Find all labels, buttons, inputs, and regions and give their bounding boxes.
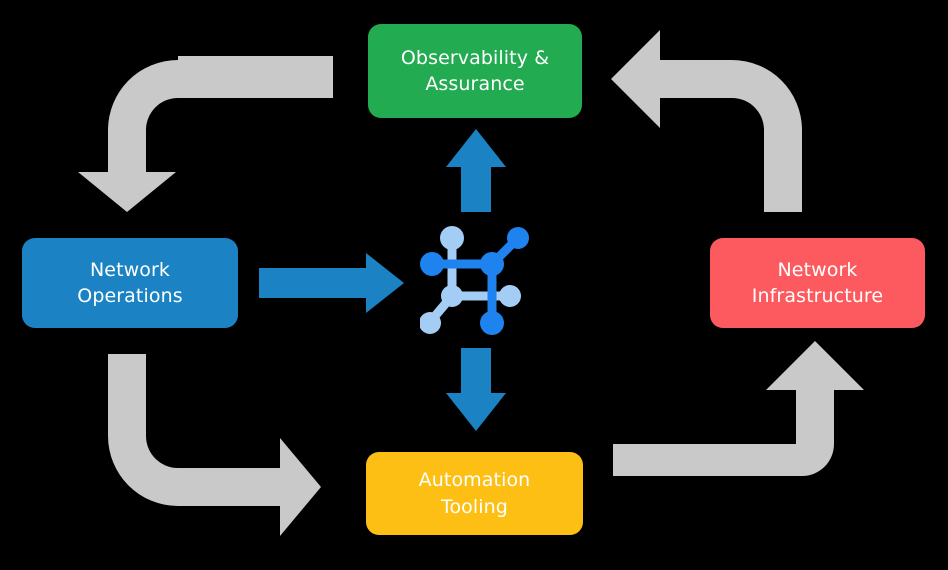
node-label-network-operations: Network Operations — [77, 258, 183, 307]
connector-center-to-automation — [446, 348, 506, 431]
node-automation-tooling[interactable]: Automation Tooling — [366, 452, 583, 535]
node-label-automation-tooling: Automation Tooling — [418, 469, 531, 518]
node-label-observability: Observability & Assurance — [400, 46, 550, 95]
node-label-network-infrastructure: Network Infrastructure — [751, 258, 884, 307]
connector-center-to-observability — [446, 129, 506, 212]
connector-infrastructure-to-observability — [611, 30, 802, 212]
node-observability-and-assurance[interactable]: Observability & Assurance — [368, 24, 582, 118]
connector-ops-to-center — [259, 253, 404, 313]
connector-automation-to-infrastructure — [613, 341, 864, 476]
connector-ops-to-automation — [108, 354, 321, 536]
network-topology-icon — [420, 226, 529, 335]
connector-observability-to-ops — [78, 56, 333, 212]
node-network-infrastructure[interactable]: Network Infrastructure — [710, 238, 925, 328]
node-network-operations[interactable]: Network Operations — [22, 238, 238, 328]
